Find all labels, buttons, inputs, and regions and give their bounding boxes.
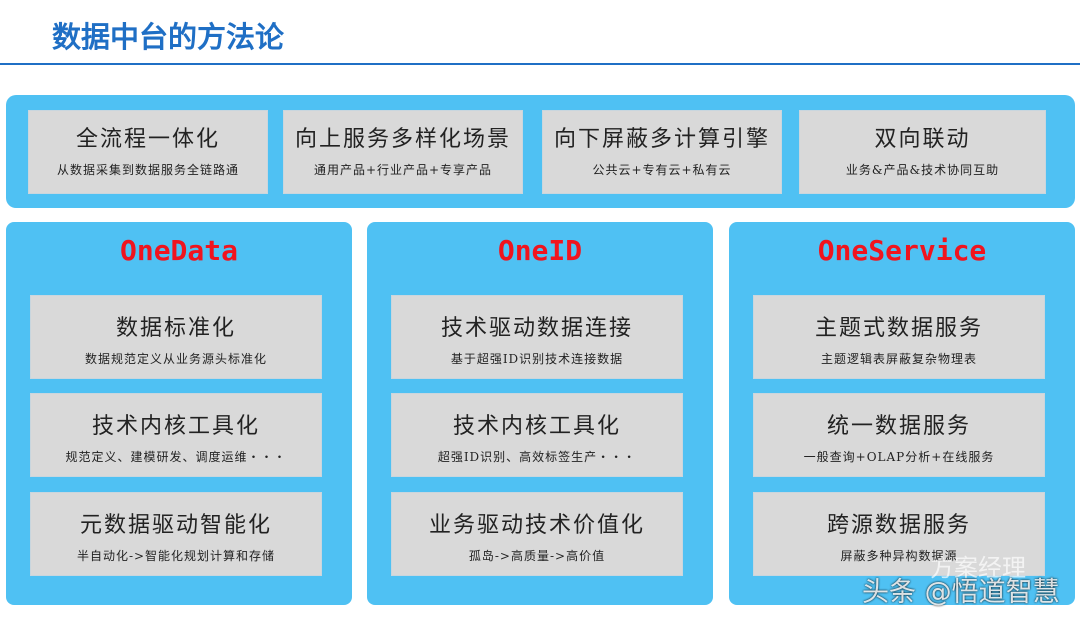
feature-card: 主题式数据服务主题逻辑表屏蔽复杂物理表 bbox=[753, 295, 1045, 379]
card-subtitle: 屏蔽多种异构数据源 bbox=[840, 549, 958, 563]
card-subtitle: 孤岛->高质量->高价值 bbox=[468, 549, 606, 563]
card-subtitle: 从数据采集到数据服务全链路通 bbox=[56, 163, 239, 177]
card-title: 双向联动 bbox=[874, 127, 971, 152]
feature-card: 业务驱动技术价值化孤岛->高质量->高价值 bbox=[391, 492, 683, 576]
card-subtitle: 超强ID识别、高效标签生产・・・ bbox=[437, 450, 637, 464]
top-card: 双向联动业务&产品&技术协同互助 bbox=[799, 110, 1046, 194]
card-subtitle: 公共云+专有云+私有云 bbox=[592, 163, 732, 177]
title-divider bbox=[0, 63, 1080, 65]
column-header: OneData bbox=[119, 234, 238, 267]
top-card: 向下屏蔽多计算引擎公共云+专有云+私有云 bbox=[542, 110, 782, 194]
feature-card: 技术驱动数据连接基于超强ID识别技术连接数据 bbox=[391, 295, 683, 379]
card-subtitle: 通用产品+行业产品+专享产品 bbox=[313, 163, 493, 177]
feature-card: 技术内核工具化超强ID识别、高效标签生产・・・ bbox=[391, 393, 683, 477]
card-subtitle: 一般查询+OLAP分析+在线服务 bbox=[803, 450, 995, 464]
column-oneservice: OneService 主题式数据服务主题逻辑表屏蔽复杂物理表统一数据服务一般查询+… bbox=[729, 222, 1075, 605]
card-title: 跨源数据服务 bbox=[826, 513, 971, 538]
card-subtitle: 规范定义、建模研发、调度运维・・・ bbox=[65, 450, 287, 464]
watermark-text: 方案经理 bbox=[930, 554, 1026, 582]
top-card: 向上服务多样化场景通用产品+行业产品+专享产品 bbox=[283, 110, 523, 194]
card-title: 技术驱动数据连接 bbox=[440, 316, 633, 341]
card-subtitle: 半自动化->智能化规划计算和存储 bbox=[76, 549, 276, 563]
feature-card: 统一数据服务一般查询+OLAP分析+在线服务 bbox=[753, 393, 1045, 477]
top-card: 全流程一体化从数据采集到数据服务全链路通 bbox=[28, 110, 268, 194]
feature-card: 跨源数据服务屏蔽多种异构数据源 bbox=[753, 492, 1045, 576]
page-title: 数据中台的方法论 bbox=[52, 20, 285, 54]
feature-card: 元数据驱动智能化半自动化->智能化规划计算和存储 bbox=[30, 492, 322, 576]
column-header: OneService bbox=[817, 234, 987, 267]
card-title: 向下屏蔽多计算引擎 bbox=[553, 127, 770, 152]
column-oneid: OneID 技术驱动数据连接基于超强ID识别技术连接数据技术内核工具化超强ID识别… bbox=[367, 222, 713, 605]
card-title: 向上服务多样化场景 bbox=[294, 127, 511, 152]
card-title: 数据标准化 bbox=[115, 316, 236, 341]
feature-card: 技术内核工具化规范定义、建模研发、调度运维・・・ bbox=[30, 393, 322, 477]
watermark-credit: 头条 @悟道智慧 bbox=[862, 577, 1060, 608]
feature-card: 数据标准化数据规范定义从业务源头标准化 bbox=[30, 295, 322, 379]
column-onedata: OneData 数据标准化数据规范定义从业务源头标准化技术内核工具化规范定义、建模… bbox=[6, 222, 352, 605]
card-subtitle: 数据规范定义从业务源头标准化 bbox=[84, 352, 267, 366]
card-title: 全流程一体化 bbox=[75, 127, 220, 152]
card-title: 元数据驱动智能化 bbox=[79, 513, 272, 538]
card-subtitle: 业务&产品&技术协同互助 bbox=[845, 163, 1000, 177]
card-title: 技术内核工具化 bbox=[91, 414, 260, 439]
card-title: 主题式数据服务 bbox=[814, 316, 983, 341]
card-title: 业务驱动技术价值化 bbox=[428, 513, 645, 538]
card-subtitle: 基于超强ID识别技术连接数据 bbox=[450, 352, 624, 366]
column-header: OneID bbox=[497, 234, 583, 267]
card-subtitle: 主题逻辑表屏蔽复杂物理表 bbox=[820, 352, 977, 366]
card-title: 技术内核工具化 bbox=[452, 414, 621, 439]
card-title: 统一数据服务 bbox=[826, 414, 971, 439]
